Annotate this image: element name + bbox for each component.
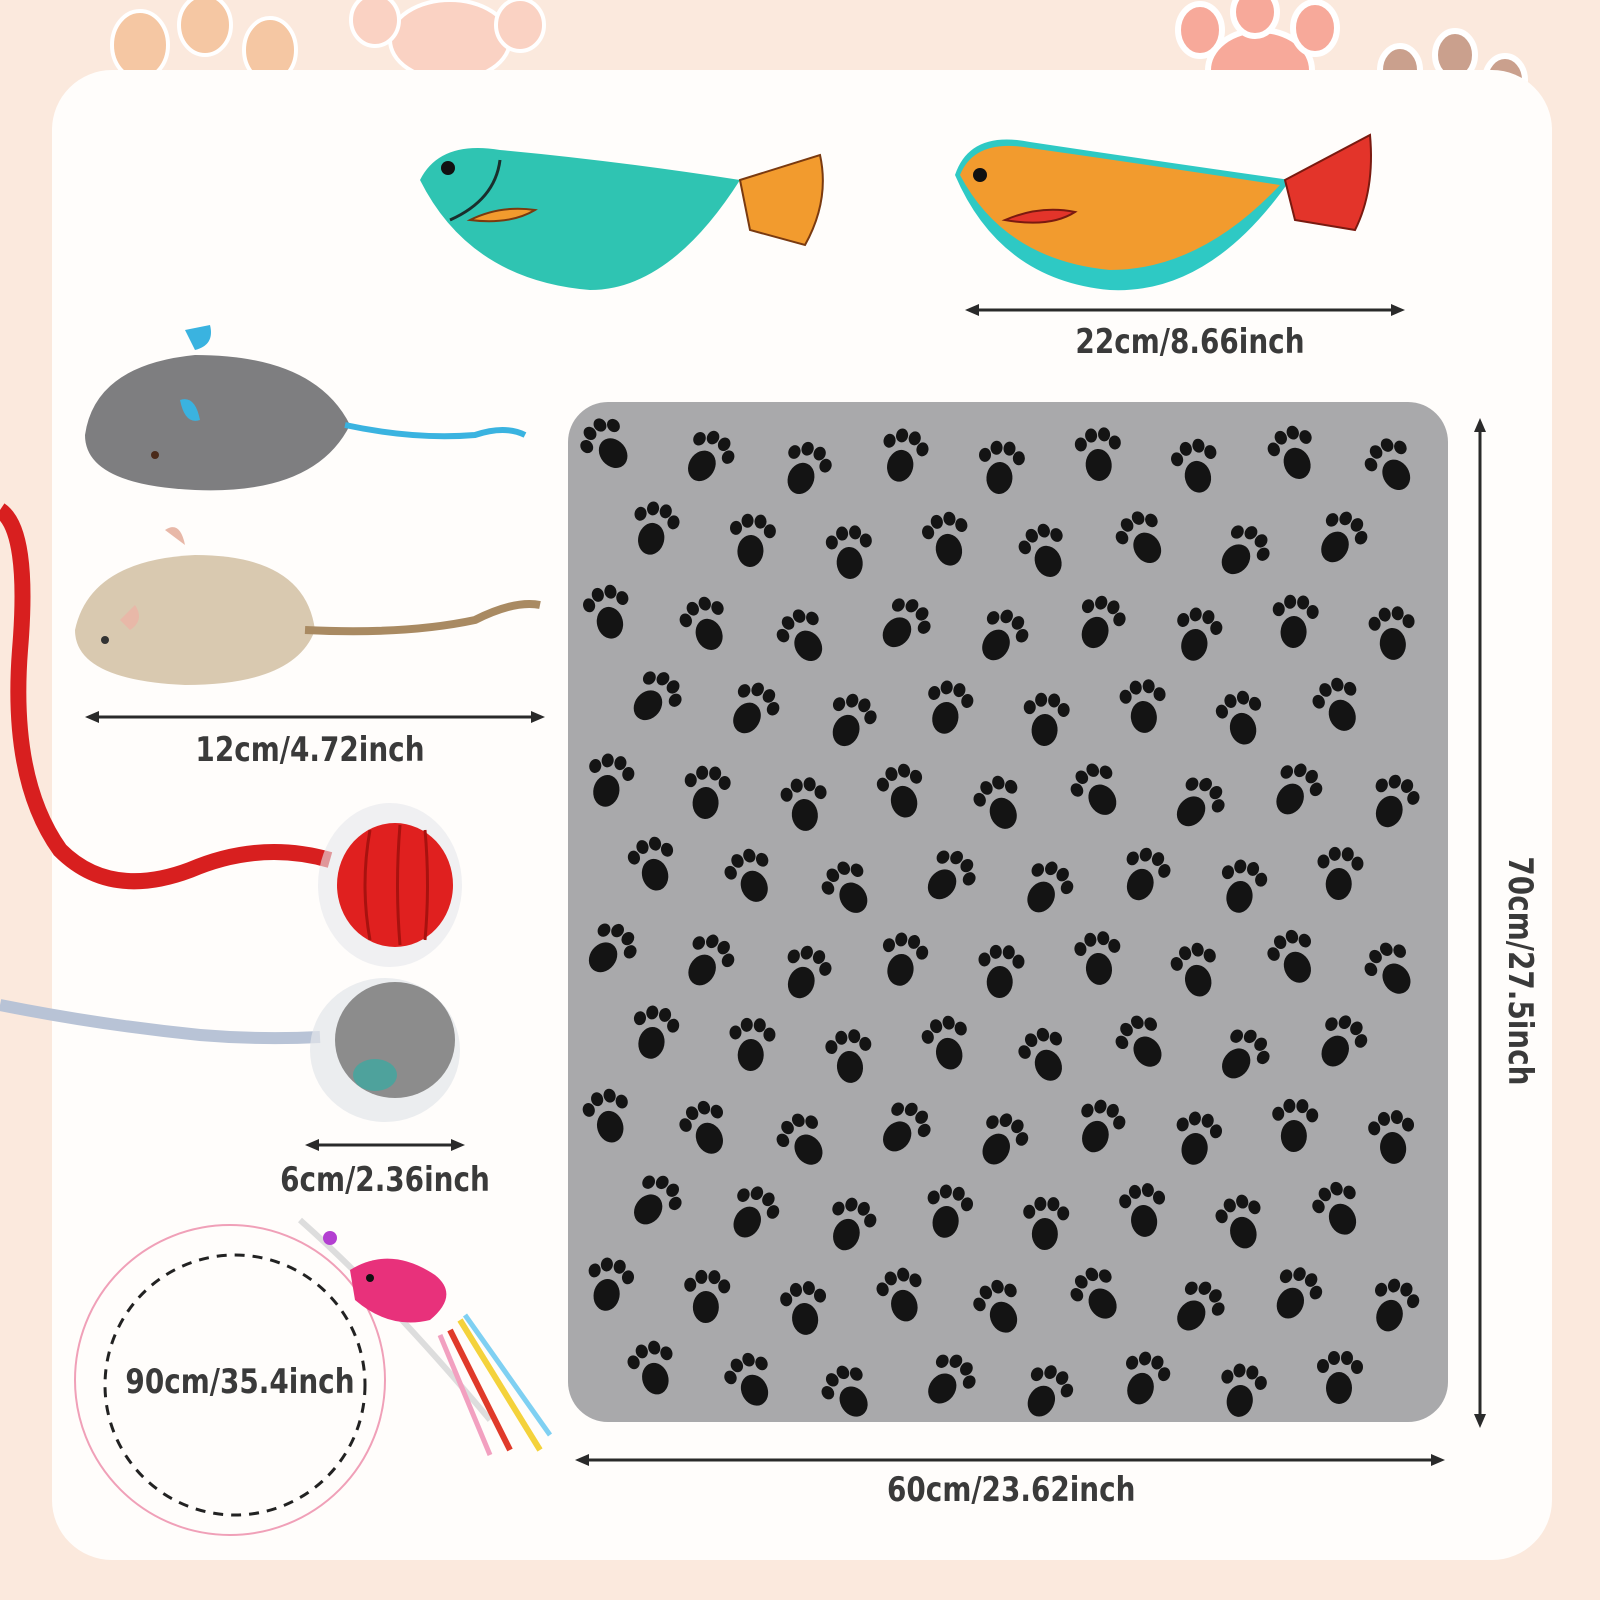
- beige-mouse-toy: [75, 527, 541, 685]
- wand-dimension-label: 90cm/35.4inch: [125, 1362, 355, 1402]
- blanket-width-label: 60cm/23.62inch: [887, 1470, 1136, 1510]
- wand-toy: [74, 1217, 553, 1536]
- gray-ball-toy: [0, 978, 460, 1122]
- fish-dimension-label: 22cm/8.66inch: [1075, 322, 1305, 362]
- orange-fish-toy: [955, 133, 1372, 291]
- pink-fish-icon: [323, 1231, 447, 1323]
- paw-print-icon: [349, 0, 546, 82]
- fish-eye-icon: [973, 168, 987, 182]
- mouse-eye-icon: [151, 451, 159, 459]
- gray-mouse-toy: [85, 325, 527, 491]
- ball-dimension-arrow: [305, 1139, 465, 1151]
- blanket-height-arrow: [1474, 418, 1486, 1428]
- fish-eye-icon: [441, 161, 455, 175]
- mouse-dimension-arrow: [85, 711, 545, 723]
- ball-dimension-label: 6cm/2.36inch: [280, 1160, 490, 1200]
- blanket-height-label: 70cm/27.5inch: [1500, 856, 1540, 1086]
- teal-fish-toy: [420, 148, 824, 290]
- fish-dimension-arrow: [965, 304, 1405, 316]
- mouse-dimension-label: 12cm/4.72inch: [195, 730, 425, 770]
- mouse-eye-icon: [101, 636, 109, 644]
- paw-print-blanket: [568, 402, 1448, 1428]
- red-ball-toy: [0, 503, 462, 967]
- blanket-width-arrow: [575, 1454, 1445, 1466]
- decorative-paw-prints: [110, 0, 1528, 170]
